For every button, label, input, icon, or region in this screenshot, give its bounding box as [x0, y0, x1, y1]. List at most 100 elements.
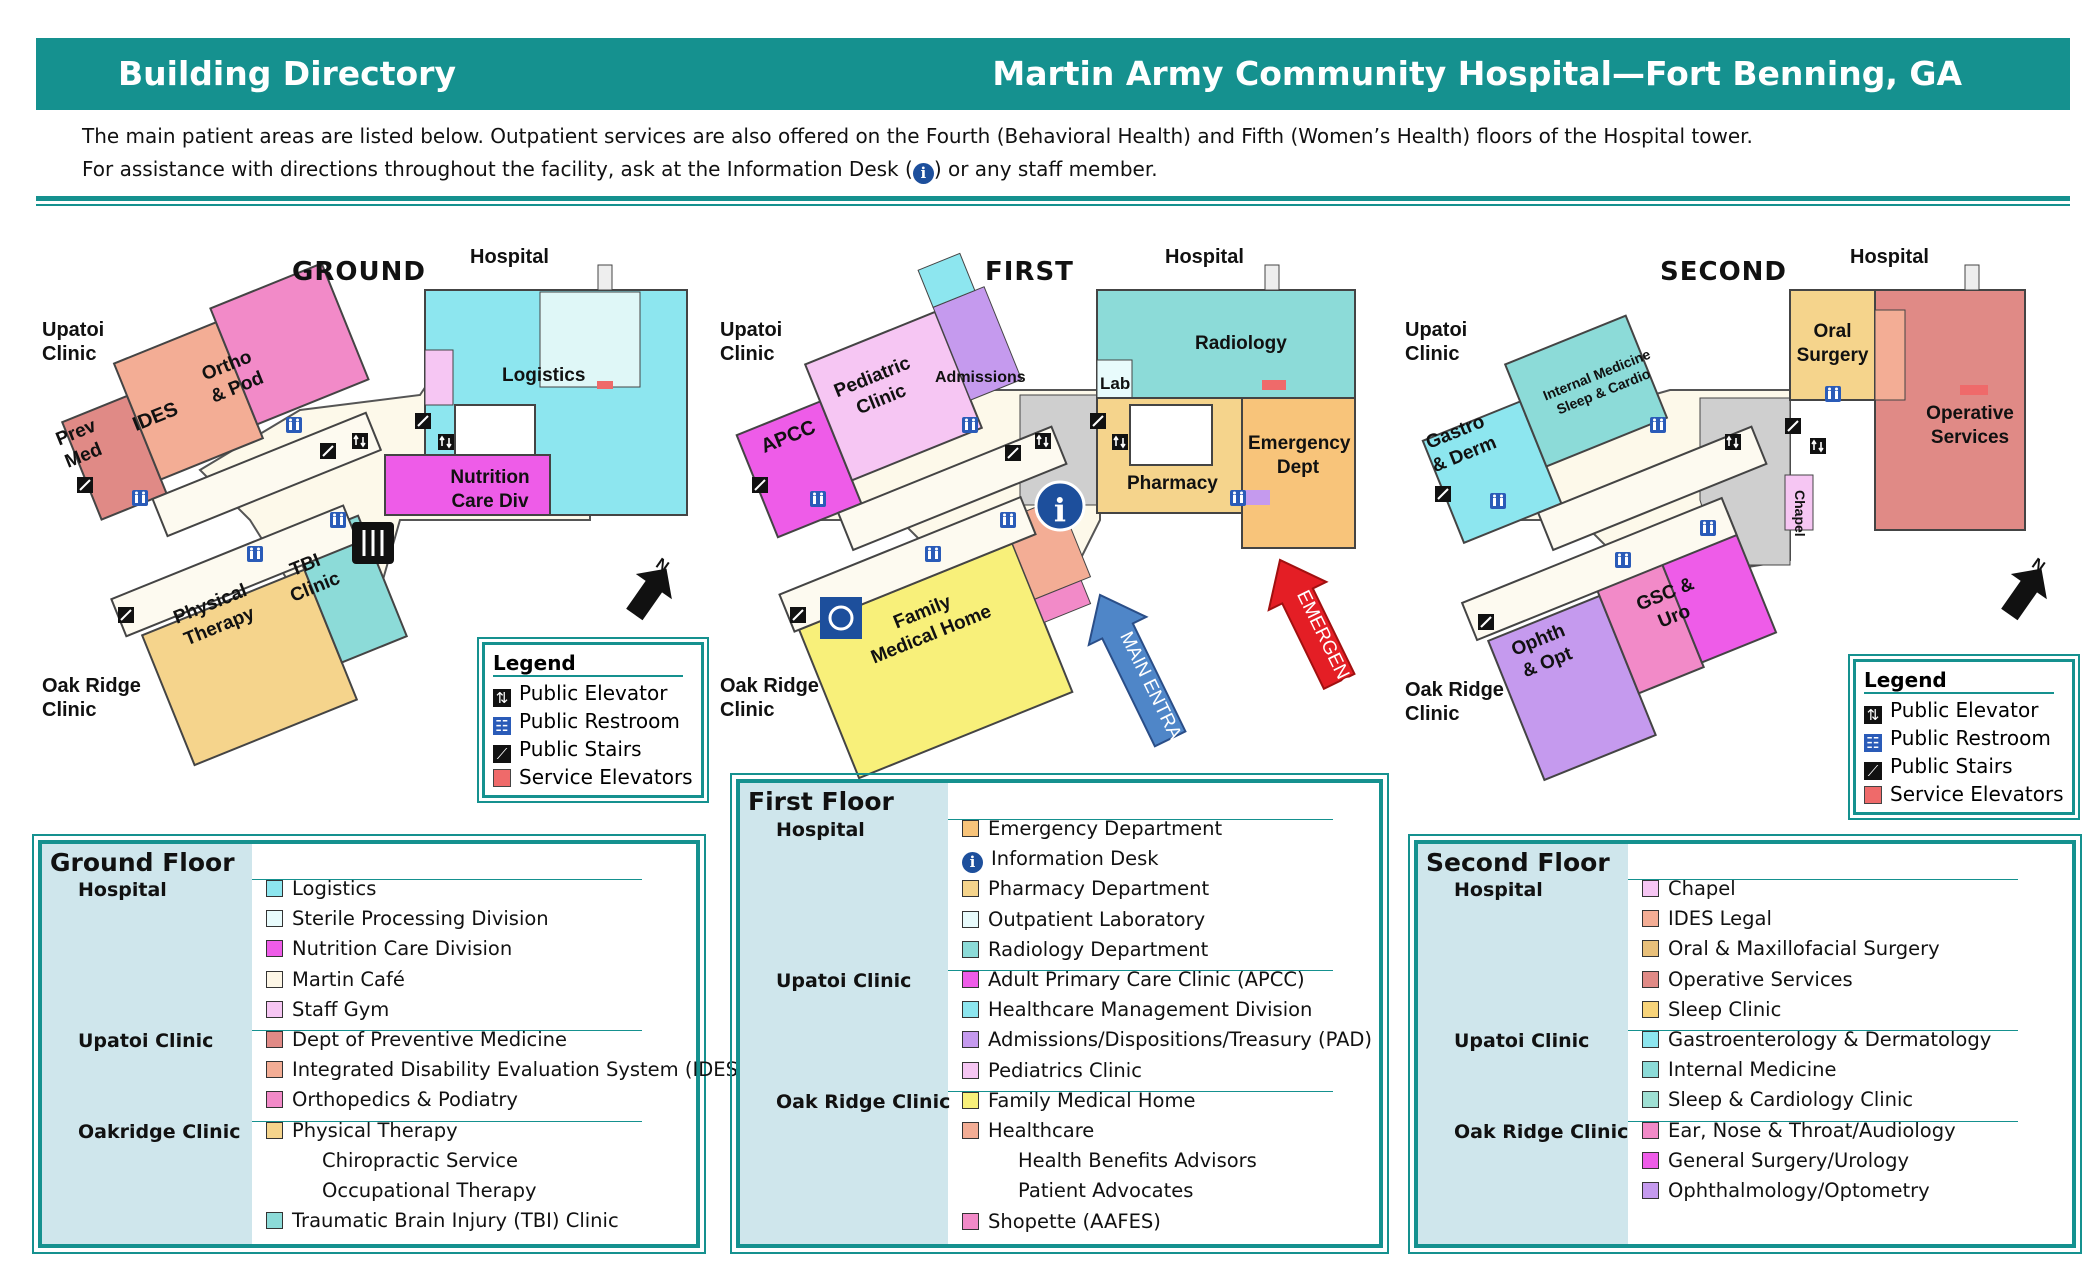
directory-group-label: Oak Ridge Clinic — [776, 1090, 951, 1113]
legend-item-elevator: ⇅Public Elevator — [493, 679, 693, 707]
directory-shade — [740, 783, 948, 1244]
legend-title: Legend — [1864, 668, 2054, 694]
building-directory-title: Building Directory — [118, 54, 456, 93]
directory-group-label: Hospital — [776, 819, 865, 841]
ground-logistics-label: Logistics — [502, 365, 586, 386]
color-swatch — [1642, 1061, 1659, 1079]
legend-item-elevator: ⇅Public Elevator — [1864, 696, 2064, 724]
stairs-icon: ⟋ — [1864, 762, 1882, 780]
directory-item: Outpatient Laboratory — [962, 908, 1205, 932]
ground-staff-gym — [424, 349, 454, 406]
color-swatch — [962, 880, 979, 898]
first-hospital-label: Hospital — [1165, 246, 1244, 268]
directory-item: Operative Services — [1642, 968, 1853, 992]
info-desk-icon: i — [962, 852, 983, 874]
second-upatoi-hall — [1536, 425, 1768, 552]
color-swatch — [1642, 1031, 1659, 1048]
ground-sterile-room — [539, 291, 641, 388]
directory-group-label: Oakridge Clinic — [78, 1120, 241, 1143]
color-swatch — [266, 1212, 283, 1230]
ground-hospital-label: Hospital — [470, 246, 549, 268]
directory-item: Ear, Nose & Throat/Audiology — [1642, 1119, 1956, 1143]
directory-title: Second Floor — [1426, 848, 1610, 877]
directory-item: Logistics — [266, 877, 376, 901]
directory-item: Sleep Clinic — [1642, 998, 1781, 1022]
first-hospital-tower — [1264, 264, 1280, 291]
directory-item: Occupational Therapy — [322, 1179, 537, 1202]
directory-item: Healthcare — [962, 1119, 1094, 1143]
second-oakridge-label: Oak Ridge Clinic — [1405, 679, 1504, 725]
color-swatch — [1642, 1000, 1659, 1018]
color-swatch — [962, 1061, 979, 1079]
header-banner: Building Directory Martin Army Community… — [36, 38, 2070, 110]
color-swatch — [1642, 910, 1659, 928]
nursing-room-icon — [820, 597, 862, 639]
ground-service-elevator — [597, 381, 613, 389]
second-chapel-room — [1784, 474, 1814, 531]
color-swatch — [1642, 1151, 1659, 1169]
ground-ortho-room — [209, 262, 370, 426]
divider-rule — [36, 196, 2070, 201]
legend-item-stairs: ⟋Public Stairs — [1864, 752, 2064, 780]
color-swatch — [962, 910, 979, 928]
restroom-icon: ☷ — [1864, 734, 1882, 752]
second-operative-room — [1874, 289, 2026, 531]
ground-oakridge-label: Oak Ridge Clinic — [42, 675, 141, 721]
intro-line-2: For assistance with directions throughou… — [82, 153, 1753, 186]
directory-item: Staff Gym — [266, 998, 389, 1022]
first-hmd-room — [917, 252, 976, 308]
directory-item: Radiology Department — [962, 938, 1208, 962]
color-swatch — [266, 1061, 283, 1079]
legend-title: Legend — [493, 651, 683, 677]
second-oakridge-hall — [1460, 496, 1738, 642]
color-swatch — [1642, 1091, 1659, 1109]
directory-item: Internal Medicine — [1642, 1058, 1836, 1082]
color-swatch — [266, 1031, 283, 1048]
color-swatch — [266, 1000, 283, 1018]
info-desk-icon: i — [912, 163, 934, 184]
legend-item-restroom: ☷Public Restroom — [493, 707, 693, 735]
second-map-title: SECOND — [1660, 257, 1788, 287]
elevator-icon: ⇅ — [1864, 706, 1882, 724]
color-swatch — [962, 940, 979, 958]
color-swatch — [1642, 940, 1659, 958]
color-swatch — [962, 1001, 979, 1019]
directory-item: Chapel — [1642, 877, 1736, 901]
directory-item: Nutrition Care Division — [266, 937, 512, 961]
directory-item: Orthopedics & Podiatry — [266, 1088, 518, 1112]
color-swatch — [266, 1121, 283, 1139]
intro-line-2-post: ) or any staff member. — [933, 157, 1158, 181]
second-chapel-label: Chapel — [1792, 490, 1808, 537]
directory-item: Emergency Department — [962, 817, 1222, 841]
hospital-title: Martin Army Community Hospital—Fort Benn… — [992, 54, 1962, 93]
directory-item: Adult Primary Care Clinic (APCC) — [962, 968, 1305, 992]
legend-item-stairs: ⟋Public Stairs — [493, 735, 693, 763]
intro-line-1: The main patient areas are listed below.… — [82, 124, 1753, 148]
directory-item: Admissions/Dispositions/Treasury (PAD) — [962, 1028, 1372, 1052]
directory-item: Gastroenterology & Dermatology — [1642, 1028, 1991, 1052]
directory-title: Ground Floor — [50, 848, 235, 877]
legend-item-restroom: ☷Public Restroom — [1864, 724, 2064, 752]
directory-item: Family Medical Home — [962, 1089, 1195, 1113]
first-service-elevator — [1262, 380, 1286, 390]
directory-item: Shopette (AAFES) — [962, 1210, 1161, 1234]
directory-group-label: Hospital — [1454, 879, 1543, 901]
first-lab-label: Lab — [1100, 374, 1131, 393]
directory-item: Sleep & Cardiology Clinic — [1642, 1088, 1913, 1112]
directory-item: Integrated Disability Evaluation System … — [266, 1058, 746, 1082]
second-floor-map — [1421, 264, 2060, 782]
emergency-arrow: EMERGENCY — [1267, 558, 1365, 707]
color-swatch — [962, 1122, 979, 1139]
first-pharmacy-label: Pharmacy — [1127, 473, 1218, 494]
directory-item: Healthcare Management Division — [962, 998, 1312, 1022]
directory-item: IDES Legal — [1642, 907, 1772, 931]
color-swatch — [1642, 880, 1659, 897]
directory-item: Martin Café — [266, 968, 405, 992]
legend-item-service-elevators: Service Elevators — [493, 763, 693, 791]
first-emergency-dept-label: Emergency Dept — [1248, 433, 1351, 478]
color-swatch — [1642, 1182, 1659, 1199]
